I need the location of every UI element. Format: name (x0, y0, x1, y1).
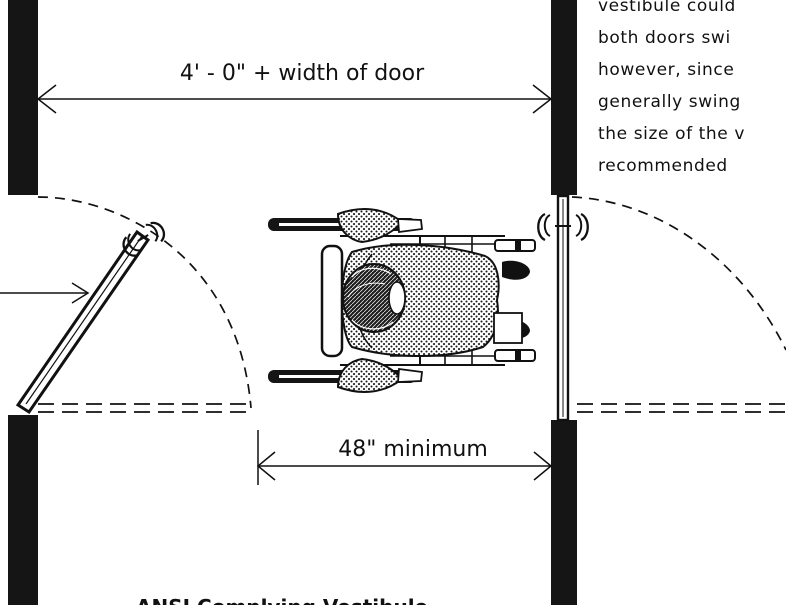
left-lower-wall (8, 415, 38, 605)
right-lower-wall (551, 420, 577, 605)
bottom-dimension-label: 48" minimum (338, 437, 488, 462)
side-text-line-4: generally swing (598, 92, 741, 112)
right-door-swing-arc (571, 196, 786, 351)
side-text-line-1: vestibule could (598, 0, 736, 16)
side-text-line-5: the size of the v (598, 124, 745, 144)
right-upper-wall (551, 0, 577, 195)
entry-arrow-icon (0, 282, 90, 304)
left-door-swing-arc (37, 196, 252, 409)
side-text-block: vestibule could both doors swi however, … (598, 0, 745, 176)
left-upper-wall (8, 0, 38, 195)
bottom-dimension-line (256, 430, 553, 485)
side-text-line-3: however, since (598, 60, 734, 80)
top-dimension-line (36, 84, 553, 114)
top-dimension-label: 4' - 0" + width of door (180, 61, 425, 86)
walls (8, 0, 577, 605)
right-door-assembly (537, 194, 786, 422)
right-door-handle-icon (537, 212, 589, 242)
side-text-line-2: both doors swi (598, 28, 731, 48)
wheelchair-user-figure (268, 208, 536, 393)
diagram-caption: ANSI Complying Vestibule (136, 595, 428, 605)
side-text-line-6: recommended (598, 156, 728, 176)
left-door-handle-icon (122, 221, 166, 257)
left-door-assembly (15, 196, 252, 415)
